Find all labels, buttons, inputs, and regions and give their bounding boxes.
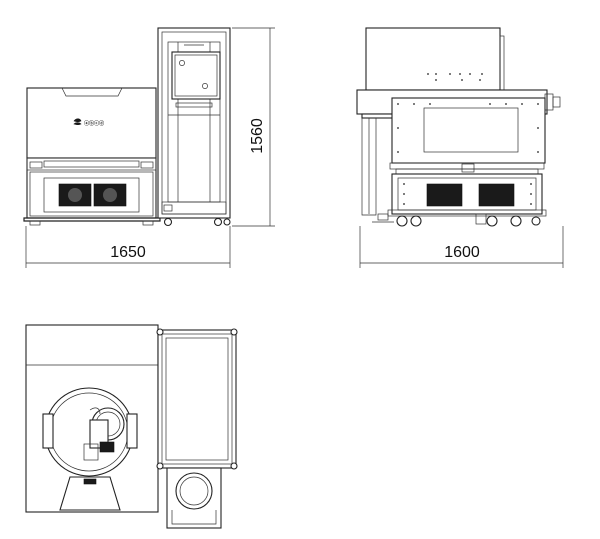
front-width-dimension-label: 1650 [110,244,146,261]
side-base [387,173,547,217]
side-width-dimension-label: 1600 [444,244,480,261]
top-cabinet [156,328,238,470]
side-view: 1600 [356,27,564,268]
control-panel [171,51,221,100]
front-hood: ⓐⓑⓒⓓ [26,87,157,159]
side-vent-left [426,183,463,207]
side-left-support [361,118,377,216]
side-width-dimension: 1600 [359,226,564,268]
side-vent-right [478,183,515,207]
front-vent-left [58,183,92,207]
cabinet-casters [163,217,231,227]
brand-logo: ⓐⓑⓒⓓ [73,118,104,127]
cabinet-fan-unit [166,467,222,529]
top-view [25,324,238,529]
front-base [23,157,161,226]
side-upper-frame [356,89,561,164]
side-top-cover [365,27,505,91]
drum-stand [59,476,121,511]
front-view: ⓐⓑⓒⓓ [23,27,275,268]
height-dimension-label: 1560 [249,118,266,154]
front-cabinet [157,27,231,227]
side-feet [372,213,541,227]
rotary-drum [42,387,138,477]
height-dimension: 1560 [232,27,275,227]
side-mid-rails [389,162,545,175]
front-vent-right [93,183,127,207]
brand-logo-text: ⓐⓑⓒⓓ [84,120,104,127]
front-width-dimension: 1650 [25,226,231,268]
